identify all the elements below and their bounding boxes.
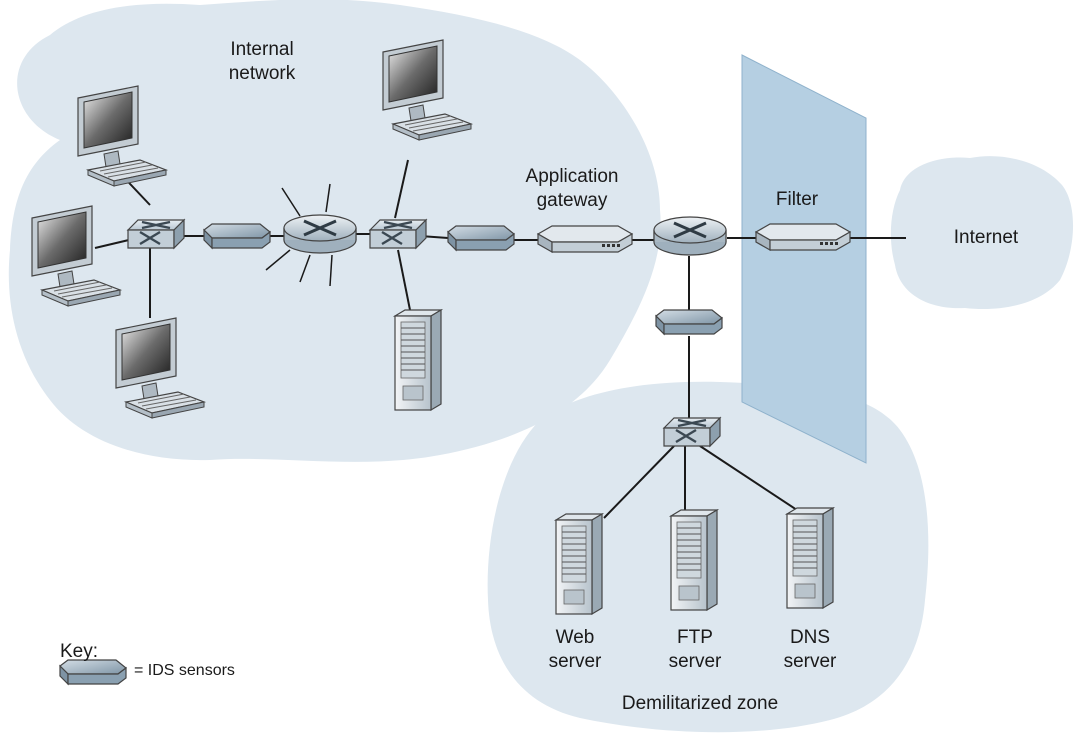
application-gateway-label: Application gateway: [525, 166, 619, 211]
switch-icon: [662, 416, 722, 448]
internal-network-label: Internal network: [228, 39, 296, 84]
router-icon: [282, 213, 358, 255]
web-server-label: Web server: [548, 627, 602, 672]
router-spokes: [265, 183, 333, 287]
connection-lines: [94, 159, 906, 519]
ftp-server-label: FTP server: [668, 627, 722, 672]
ids-sensor-legend-label: = IDS sensors: [134, 662, 235, 679]
filter-label: Filter: [775, 189, 819, 210]
ids-sensor-icon: [203, 223, 271, 249]
dns-server-label: DNS server: [783, 627, 837, 672]
key-title: Key:: [60, 641, 99, 662]
switch-icon: [368, 218, 428, 250]
dmz-label: Demilitarized zone: [621, 693, 779, 714]
ftp-server-icon: [670, 509, 718, 611]
filter-icon: [755, 223, 851, 251]
ids-sensor-icon: [447, 225, 515, 251]
application-gateway-icon: [537, 225, 633, 253]
switch-icon: [126, 218, 186, 250]
router-icon: [652, 215, 728, 257]
web-server-icon: [555, 513, 603, 615]
internet-label: Internet: [953, 227, 1019, 248]
ids-sensor-icon: [655, 309, 723, 335]
internet-cloud: [890, 156, 1074, 310]
server-icon: [394, 309, 442, 411]
dns-server-icon: [786, 507, 834, 609]
filter-panel: [741, 54, 867, 464]
